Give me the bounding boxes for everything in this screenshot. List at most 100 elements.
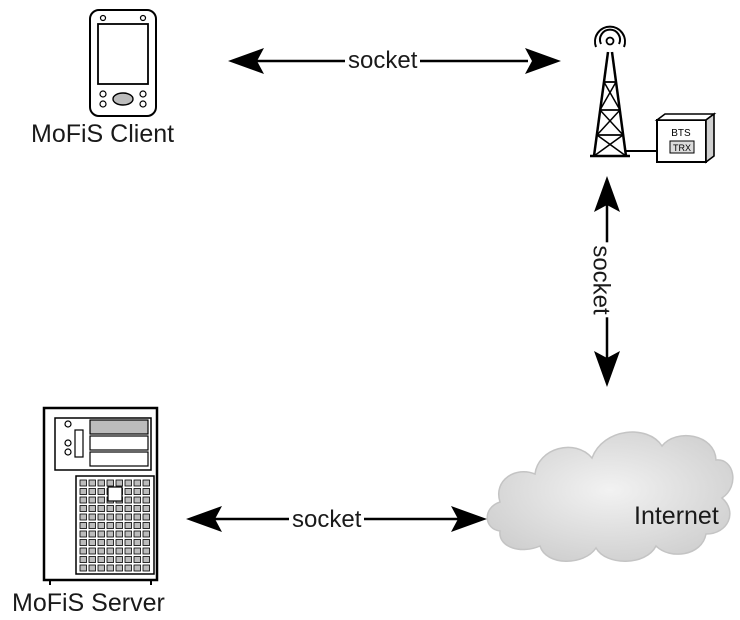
vent-cell: [97, 505, 105, 512]
vent-cell: [88, 564, 96, 572]
vent-cell: [124, 522, 132, 529]
client-label: MoFiS Client: [31, 120, 175, 148]
vent-cell: [79, 513, 87, 521]
vent-cell: [79, 522, 87, 529]
internet-label: Internet: [634, 502, 719, 530]
socket-label-tower-internet: socket: [587, 242, 615, 318]
vent-cell: [88, 556, 96, 563]
arrowhead-right: [525, 48, 561, 74]
arrowhead-up: [594, 176, 620, 212]
vent-cell: [124, 547, 132, 555]
vent-cell: [142, 522, 150, 529]
vent-cell: [142, 496, 150, 504]
pda-icon: [89, 9, 157, 117]
cloud-icon: [486, 431, 734, 562]
vent-cell: [142, 564, 150, 572]
vent-cell: [106, 479, 114, 487]
cell-tower-icon: [590, 25, 656, 158]
vent-cell: [142, 547, 150, 555]
vent-cell: [142, 513, 150, 521]
arrowhead-left: [186, 506, 222, 532]
vent-cell: [97, 547, 105, 555]
vent-cell: [124, 488, 132, 495]
vent-cell: [97, 522, 105, 529]
vent-cell: [97, 530, 105, 538]
vent-cell: [88, 479, 96, 487]
vent-cell: [142, 488, 150, 495]
vent-cell: [124, 539, 132, 546]
vent-cell: [124, 479, 132, 487]
vent-cell: [106, 513, 114, 521]
vent-cell: [133, 556, 141, 563]
vent-cell: [88, 530, 96, 538]
vent-cell: [88, 488, 96, 495]
vent-cell: [88, 547, 96, 555]
vent-cell: [133, 530, 141, 538]
vent-cell: [97, 496, 105, 504]
vent-cell: [115, 479, 123, 487]
vent-cell: [115, 530, 123, 538]
server-label: MoFiS Server: [12, 589, 165, 617]
vent-cell: [142, 530, 150, 538]
vent-cell: [88, 496, 96, 504]
vent-cell: [106, 505, 114, 512]
vent-cell: [133, 513, 141, 521]
vent-cell: [88, 505, 96, 512]
vent-cell: [133, 564, 141, 572]
vent-cell: [115, 505, 123, 512]
vent-cell: [133, 547, 141, 555]
socket-label-client-tower: socket: [345, 48, 421, 74]
vent-cell: [133, 505, 141, 512]
vent-cell: [124, 505, 132, 512]
vent-cell: [142, 505, 150, 512]
vent-cell: [142, 539, 150, 546]
vent-cell: [133, 539, 141, 546]
vent-cell: [106, 539, 114, 546]
vent-cell: [88, 522, 96, 529]
server-icon: [42, 406, 159, 585]
vent-cell: [106, 564, 114, 572]
vent-cell: [142, 556, 150, 563]
vent-cell: [124, 496, 132, 504]
arrowhead-right: [451, 506, 487, 532]
vent-cell: [97, 513, 105, 521]
vent-cell: [97, 539, 105, 546]
bts-box-icon: BTS TRX: [654, 112, 717, 164]
vent-cell: [115, 522, 123, 529]
vent-cell: [133, 522, 141, 529]
vent-cell: [106, 556, 114, 563]
vent-cell: [79, 496, 87, 504]
vent-cell: [106, 522, 114, 529]
vent-cell: [79, 488, 87, 495]
vent-cell: [79, 556, 87, 563]
vent-cell: [97, 556, 105, 563]
vent-cell: [79, 547, 87, 555]
arrowhead-down: [594, 351, 620, 387]
vent-cell: [133, 488, 141, 495]
vent-cell: [133, 496, 141, 504]
vent-cell: [106, 530, 114, 538]
vent-cell: [79, 539, 87, 546]
server-vent-grid: [79, 479, 150, 572]
vent-cell: [115, 564, 123, 572]
vent-cell: [115, 547, 123, 555]
vent-cell: [133, 479, 141, 487]
vent-cell: [88, 539, 96, 546]
vent-cell: [124, 513, 132, 521]
vent-cell: [124, 564, 132, 572]
vent-cell: [79, 564, 87, 572]
vent-cell: [142, 479, 150, 487]
vent-cell: [115, 556, 123, 563]
vent-cell: [115, 513, 123, 521]
vent-cell: [97, 564, 105, 572]
vent-cell: [106, 547, 114, 555]
vent-cell: [88, 513, 96, 521]
vent-cell: [97, 488, 105, 495]
vent-cell: [115, 539, 123, 546]
vent-cell: [124, 556, 132, 563]
vent-cell: [124, 530, 132, 538]
vent-cell: [97, 479, 105, 487]
bts-text: BTS: [671, 128, 691, 139]
vent-cell: [79, 505, 87, 512]
